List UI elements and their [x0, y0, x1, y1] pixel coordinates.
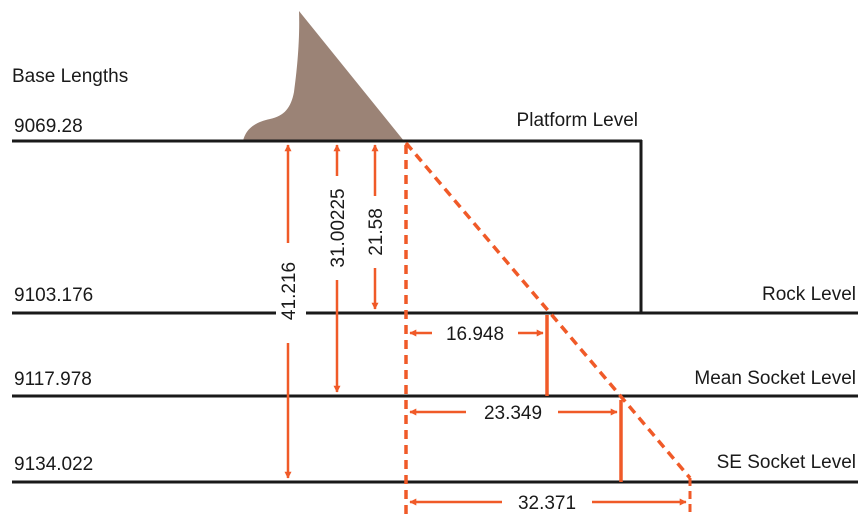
dim-label-to-rock: 21.58 — [366, 208, 387, 256]
slope-dashed-line — [404, 141, 692, 480]
se-socket-level-label: SE Socket Level — [717, 452, 856, 473]
dim-label-at-se: 32.371 — [518, 493, 576, 514]
rock-base-length: 9103.176 — [14, 285, 93, 306]
platform-level-label: Platform Level — [517, 110, 638, 131]
dim-label-to-mean: 31.00225 — [328, 188, 349, 267]
se-base-length: 9134.022 — [14, 454, 93, 475]
mean-base-length: 9117.978 — [14, 369, 92, 390]
dim-label-at-mean: 23.349 — [484, 403, 542, 424]
rock-level-label: Rock Level — [762, 284, 856, 305]
mean-socket-level-label: Mean Socket Level — [694, 368, 856, 389]
platform-base-length: 9069.28 — [14, 116, 83, 137]
dim-label-to-se: 41.216 — [279, 262, 300, 320]
rock-outcrop-shape — [243, 11, 404, 141]
dim-label-at-rock: 16.948 — [446, 324, 504, 345]
base-lengths-title: Base Lengths — [12, 66, 128, 87]
